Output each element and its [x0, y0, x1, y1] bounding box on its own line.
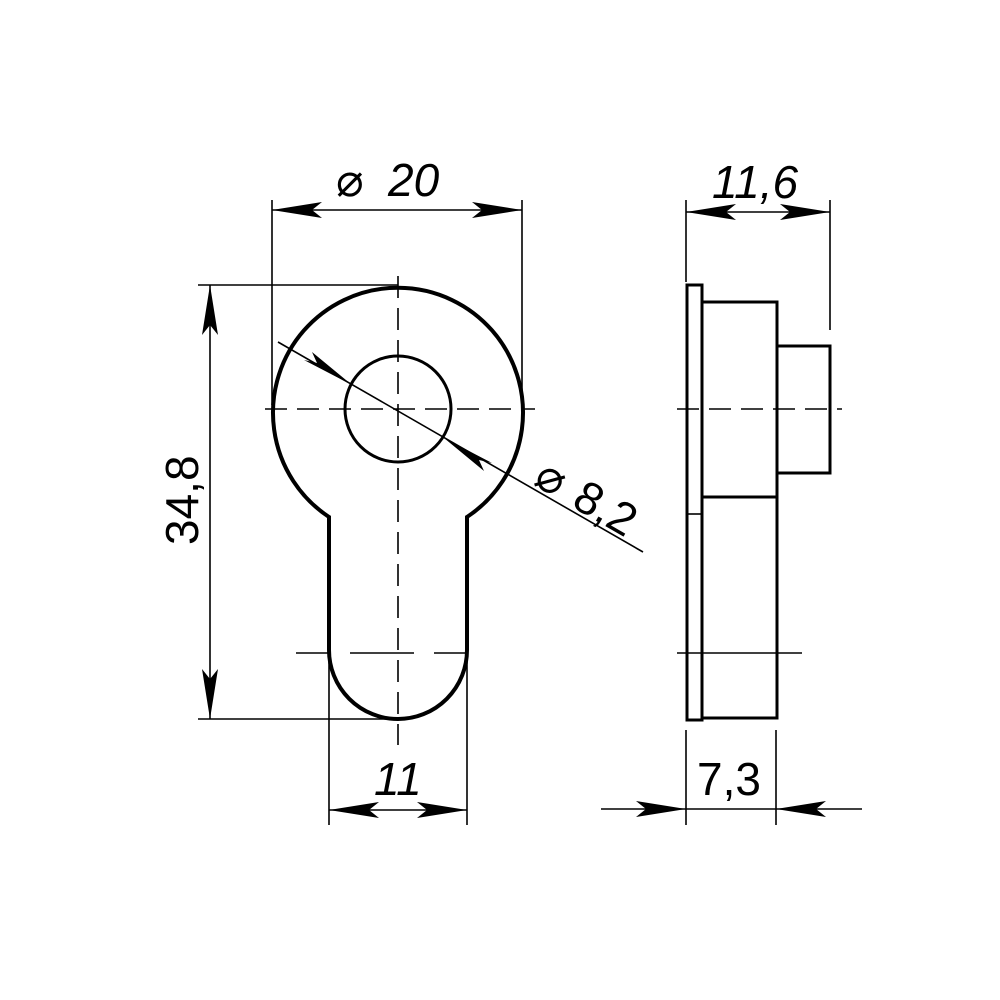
arrow-icon — [776, 801, 826, 817]
depth-label: 11,6 — [712, 156, 799, 208]
tail-width-label: 11 — [374, 753, 422, 805]
arrow-icon — [329, 802, 379, 818]
arrow-icon — [780, 204, 830, 220]
arrow-icon — [686, 204, 736, 220]
hole-d-symbol: ⌀ — [527, 447, 577, 506]
d20-label: 20 — [387, 154, 440, 206]
arrow-icon — [202, 285, 218, 335]
height-label: 34,8 — [156, 455, 208, 545]
arrow-icon — [636, 801, 686, 817]
hole-diameter-dim: ⌀ 8,2 — [527, 447, 646, 546]
side-view: 11,6 7,3 — [601, 156, 862, 825]
hole-d-label: 8,2 — [565, 469, 646, 546]
front-view: ⌀ 20 34,8 11 ⌀ 8,2 — [156, 154, 646, 825]
body-depth-label: 7,3 — [697, 753, 761, 805]
arrow-icon — [202, 669, 218, 719]
arrow-icon — [272, 202, 322, 218]
arrow-icon — [304, 352, 352, 385]
front-plate — [685, 283, 704, 722]
body-block — [700, 300, 779, 720]
arrow-icon — [472, 202, 522, 218]
d20-symbol: ⌀ — [336, 154, 364, 206]
arrow-icon — [417, 802, 467, 818]
arrow-icon — [444, 438, 492, 471]
